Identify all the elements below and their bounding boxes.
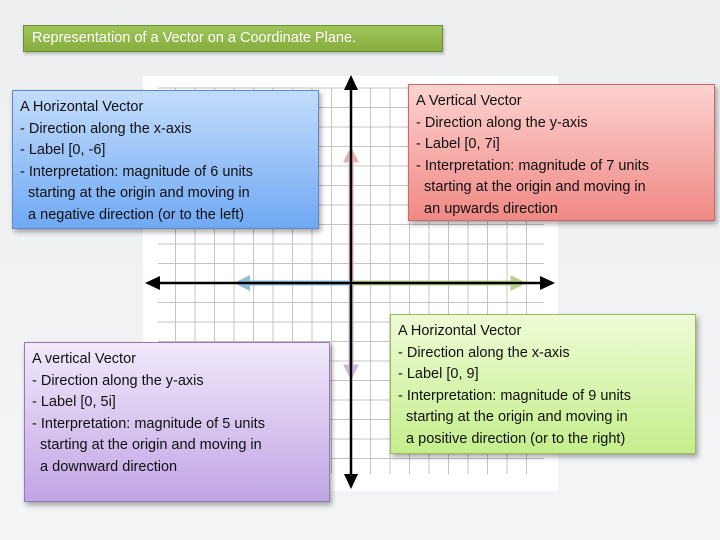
vertical-vector-up-box: A Vertical Vector - Direction along the … [408, 84, 715, 221]
horizontal-vector-negative-box: A Horizontal Vector - Direction along th… [12, 90, 319, 229]
box-line: - Direction along the y-axis [32, 372, 204, 389]
box-line: - Label [0, 7i] [416, 136, 500, 153]
box-line: an upwards direction [416, 200, 558, 217]
box-line: starting at the origin and moving in [20, 185, 250, 202]
x-axis-left-arrowhead [145, 276, 160, 290]
box-line: starting at the origin and moving in [32, 437, 262, 454]
box-line: starting at the origin and moving in [398, 409, 628, 426]
box-line: - Direction along the y-axis [416, 114, 588, 131]
box-heading: A Horizontal Vector [398, 323, 522, 339]
box-line: a negative direction (or to the left) [20, 206, 245, 223]
y-axis-top-arrowhead [344, 75, 358, 90]
vertical-vector-down-box: A vertical Vector - Direction along the … [24, 342, 330, 502]
horizontal-vector-positive-box: A Horizontal Vector - Direction along th… [390, 314, 696, 454]
box-heading: A Vertical Vector [416, 93, 522, 109]
box-line: - Interpretation: magnitude of 6 units [20, 163, 253, 180]
box-line: - Interpretation: magnitude of 5 units [32, 415, 265, 432]
box-line: - Label [0, -6] [20, 142, 106, 159]
box-heading: A vertical Vector [32, 351, 136, 367]
box-line: - Direction along the x-axis [20, 120, 192, 137]
box-line: - Direction along the x-axis [398, 344, 570, 361]
slide-title: Representation of a Vector on a Coordina… [23, 25, 443, 52]
y-axis-bottom-arrowhead [344, 474, 358, 489]
axes [145, 75, 555, 489]
box-heading: A Horizontal Vector [20, 99, 144, 115]
box-line: a downward direction [32, 458, 178, 475]
box-line: starting at the origin and moving in [416, 179, 646, 196]
box-line: - Label [0, 9] [398, 366, 479, 383]
box-line: a positive direction (or to the right) [398, 430, 626, 447]
box-line: - Interpretation: magnitude of 9 units [398, 387, 631, 404]
box-line: - Label [0, 5i] [32, 394, 116, 411]
x-axis-right-arrowhead [540, 276, 555, 290]
box-line: - Interpretation: magnitude of 7 units [416, 157, 649, 174]
